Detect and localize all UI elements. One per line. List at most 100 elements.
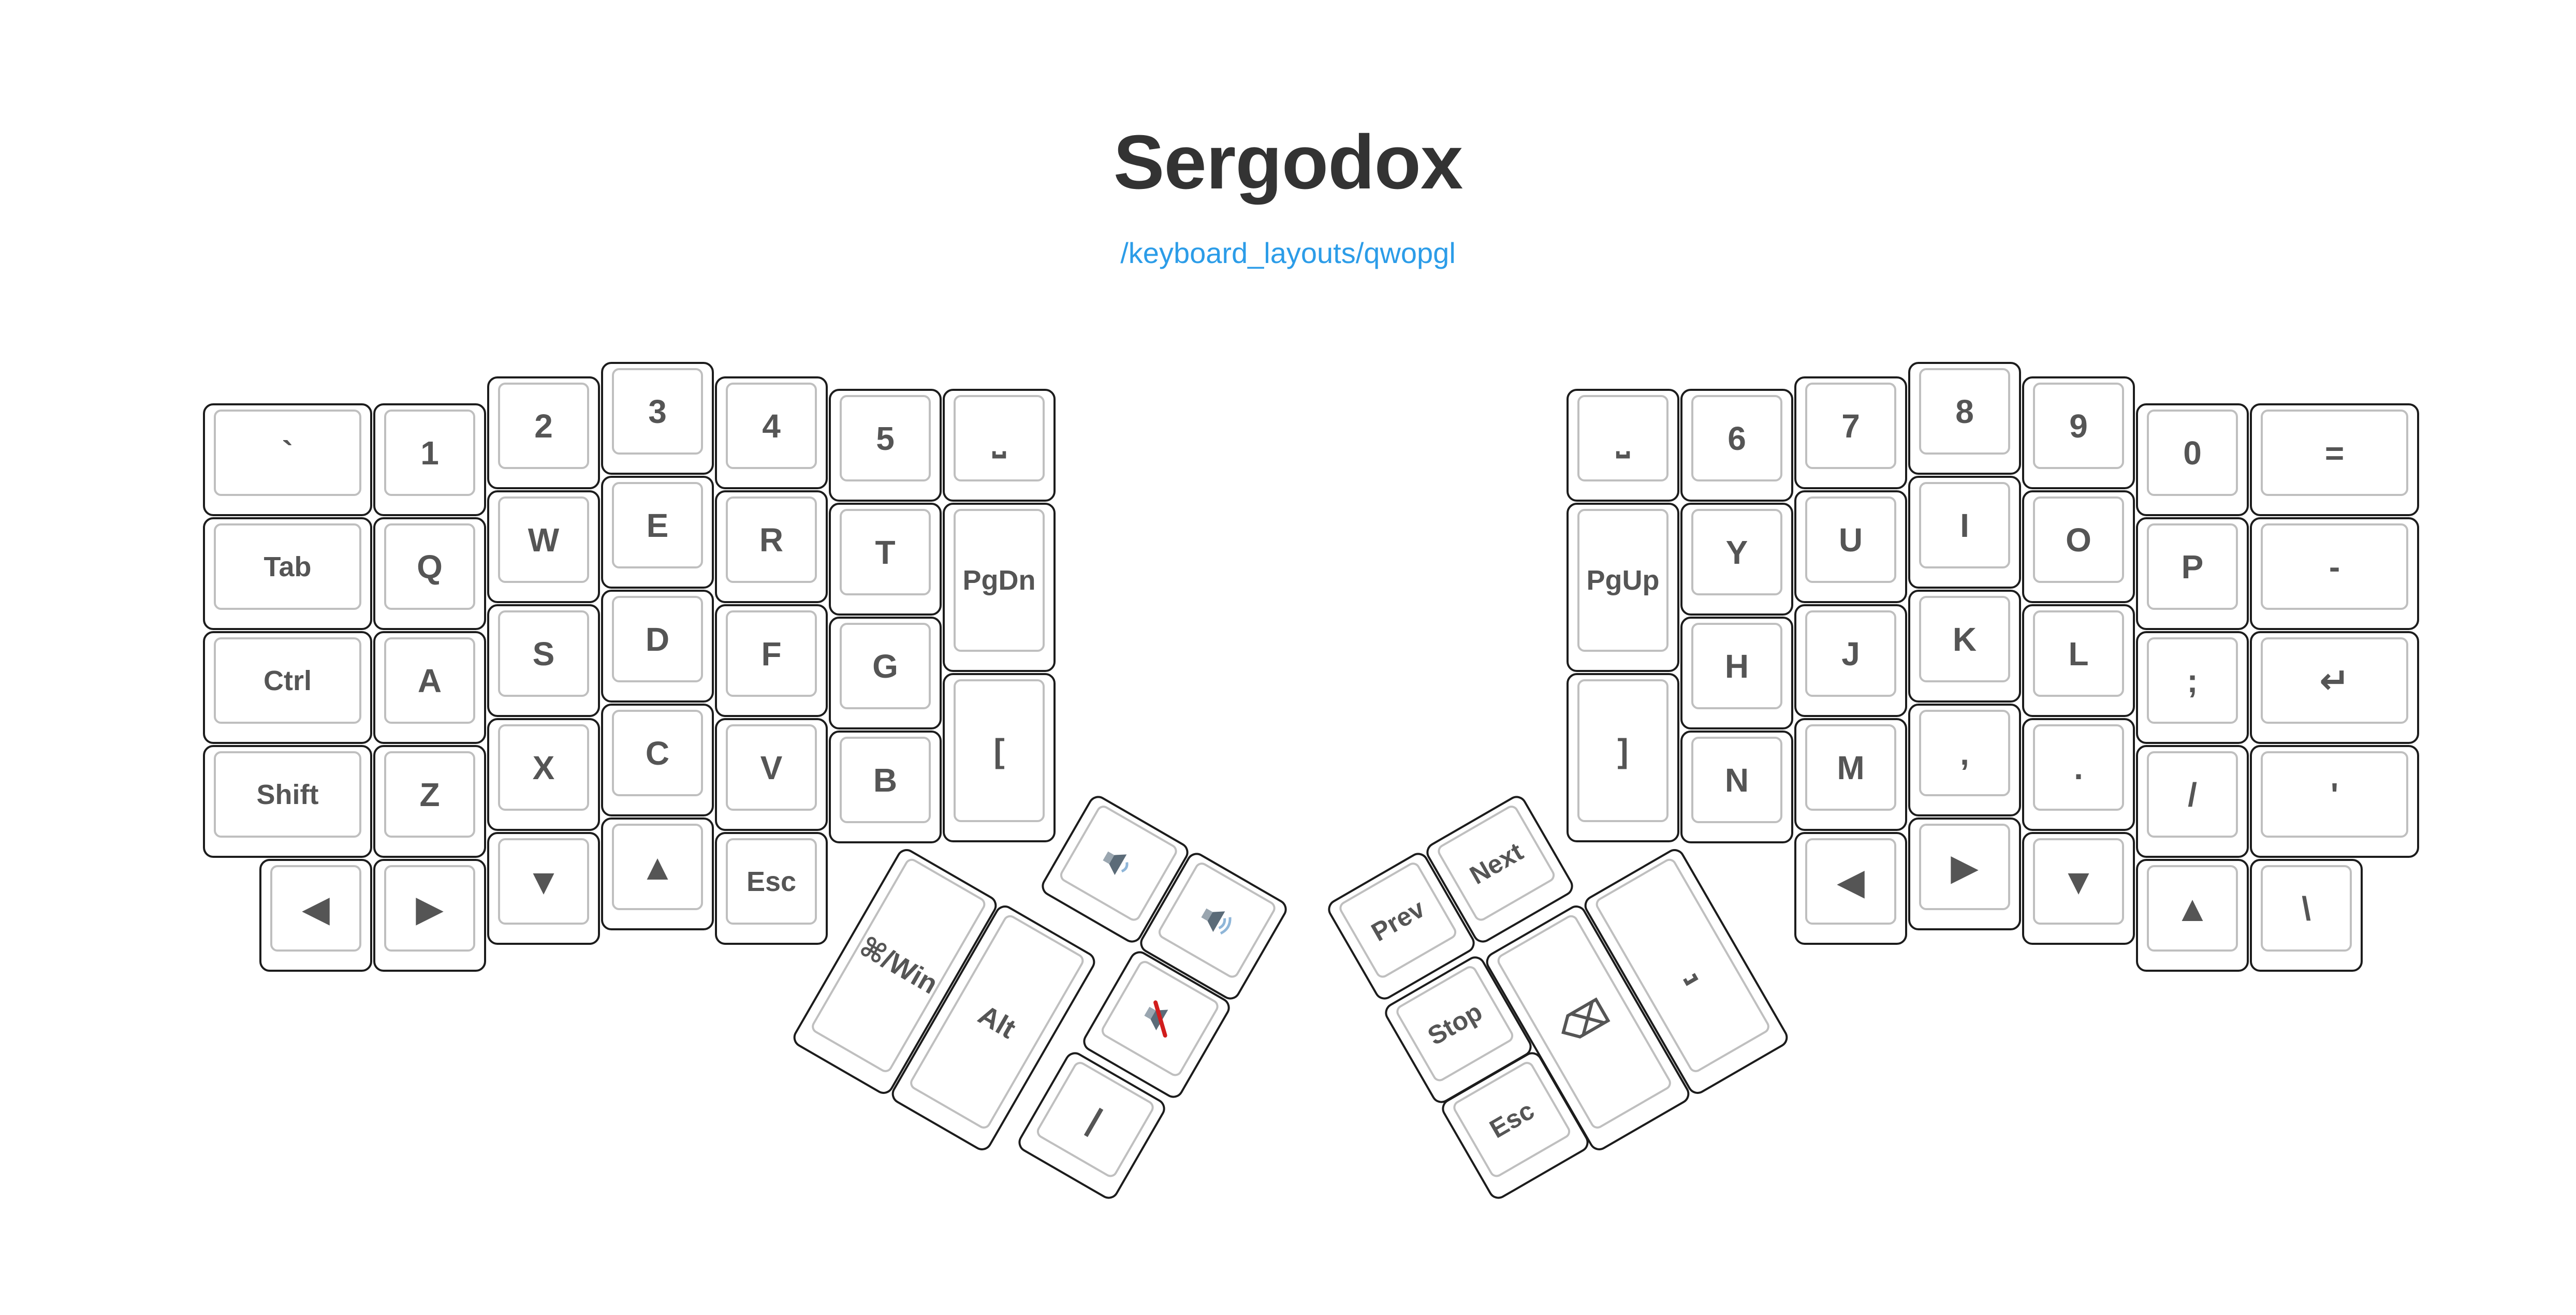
key-w[interactable]: W xyxy=(487,490,600,603)
key-c[interactable]: C xyxy=(601,704,714,816)
key-7[interactable]: 7 xyxy=(1794,376,1907,489)
key-label: PgDn xyxy=(954,509,1045,652)
key-r[interactable]: R xyxy=(715,490,828,603)
key-label: X xyxy=(498,724,589,811)
key-l[interactable]: L xyxy=(2022,604,2135,717)
key-period[interactable]: . xyxy=(2022,718,2135,831)
key-z[interactable]: Z xyxy=(373,745,486,858)
key-label: E xyxy=(612,482,703,568)
key-8[interactable]: 8 xyxy=(1908,362,2021,475)
key-pgdn[interactable]: PgDn xyxy=(943,503,1056,672)
key-i[interactable]: I xyxy=(1908,476,2021,589)
key-label: . xyxy=(2033,724,2124,811)
page-title: Sergodox xyxy=(1113,120,1463,205)
key-esc-left[interactable]: Esc xyxy=(715,832,828,945)
key-3[interactable]: 3 xyxy=(601,362,714,475)
key-label: C xyxy=(612,710,703,796)
key-slash[interactable]: / xyxy=(2136,745,2249,858)
key-a[interactable]: A xyxy=(373,631,486,744)
key-5[interactable]: 5 xyxy=(829,389,942,502)
key-s[interactable]: S xyxy=(487,604,600,717)
key-label: L xyxy=(2033,610,2124,697)
key-semicolon[interactable]: ; xyxy=(2136,631,2249,744)
key-quote[interactable]: ' xyxy=(2250,745,2419,858)
key-left-arrow-right[interactable]: ◀ xyxy=(1794,832,1907,945)
key-label: M xyxy=(1805,724,1896,811)
key-up-arrow-right[interactable]: ▲ xyxy=(2136,859,2249,972)
key-label: - xyxy=(2261,523,2408,610)
key-right-bracket[interactable]: ] xyxy=(1567,673,1679,842)
key-label: S xyxy=(498,610,589,697)
up-arrow-icon: ▲ xyxy=(2147,865,2238,952)
key-0[interactable]: 0 xyxy=(2136,403,2249,516)
key-k[interactable]: K xyxy=(1908,590,2021,703)
key-equals[interactable]: = xyxy=(2250,403,2419,516)
key-q[interactable]: Q xyxy=(373,517,486,630)
key-u[interactable]: U xyxy=(1794,490,1907,603)
key-label: ' xyxy=(2261,751,2408,838)
key-left-arrow[interactable]: ◀ xyxy=(259,859,372,972)
key-label: Q xyxy=(384,523,475,610)
key-volume-down[interactable] xyxy=(1038,792,1192,946)
key-tab[interactable]: Tab xyxy=(203,517,372,630)
key-down-arrow[interactable]: ▼ xyxy=(487,832,600,945)
key-b[interactable]: B xyxy=(829,730,942,843)
key-2[interactable]: 2 xyxy=(487,376,600,489)
key-comma[interactable]: , xyxy=(1908,704,2021,816)
key-label: T xyxy=(840,509,931,595)
key-minus[interactable]: - xyxy=(2250,517,2419,630)
key-d[interactable]: D xyxy=(601,590,714,703)
volume-up-icon xyxy=(1201,908,1232,934)
key-mute[interactable] xyxy=(1079,947,1234,1102)
key-down-arrow-right[interactable]: ▼ xyxy=(2022,832,2135,945)
key-9[interactable]: 9 xyxy=(2022,376,2135,489)
key-x[interactable]: X xyxy=(487,718,600,831)
key-h[interactable]: H xyxy=(1680,617,1793,729)
key-shift[interactable]: Shift xyxy=(203,745,372,858)
key-m[interactable]: M xyxy=(1794,718,1907,831)
key-pgup[interactable]: PgUp xyxy=(1567,503,1679,672)
key-f[interactable]: F xyxy=(715,604,828,717)
key-y[interactable]: Y xyxy=(1680,503,1793,616)
key-label: W xyxy=(498,496,589,583)
key-label: O xyxy=(2033,496,2124,583)
key-label: V xyxy=(726,724,817,811)
key-left-bracket[interactable]: [ xyxy=(943,673,1056,842)
key-e[interactable]: E xyxy=(601,476,714,589)
key-right-arrow-right[interactable]: ▶ xyxy=(1908,817,2021,930)
key-ctrl[interactable]: Ctrl xyxy=(203,631,372,744)
key-label: 8 xyxy=(1919,368,2010,455)
key-label: D xyxy=(612,596,703,682)
key-v[interactable]: V xyxy=(715,718,828,831)
key-label: H xyxy=(1691,623,1782,709)
key-label: Z xyxy=(384,751,475,838)
key-4[interactable]: 4 xyxy=(715,376,828,489)
right-arrow-icon: ▶ xyxy=(1919,824,2010,910)
key-label: 0 xyxy=(2147,410,2238,496)
key-t[interactable]: T xyxy=(829,503,942,616)
layout-path-link[interactable]: /keyboard_layouts/qwopgl xyxy=(1120,237,1456,269)
key-6[interactable]: 6 xyxy=(1680,389,1793,502)
key-label: ` xyxy=(214,410,361,496)
key-volume-up[interactable] xyxy=(1136,849,1291,1003)
key-label: I xyxy=(1919,482,2010,568)
key-space-top-right[interactable]: ⎵ xyxy=(1567,389,1679,502)
key-o[interactable]: O xyxy=(2022,490,2135,603)
key-label: B xyxy=(840,737,931,823)
key-label: ⎵ xyxy=(954,395,1045,481)
key-space-top-left[interactable]: ⎵ xyxy=(943,389,1056,502)
key-n[interactable]: N xyxy=(1680,730,1793,843)
key-backslash[interactable]: \ xyxy=(2250,859,2363,972)
key-label: ⎵ xyxy=(1577,395,1668,481)
key-p[interactable]: P xyxy=(2136,517,2249,630)
key-g[interactable]: G xyxy=(829,617,942,729)
key-right-arrow[interactable]: ▶ xyxy=(373,859,486,972)
key-grave[interactable]: ` xyxy=(203,403,372,516)
key-enter[interactable]: ↵ xyxy=(2250,631,2419,744)
key-j[interactable]: J xyxy=(1794,604,1907,717)
key-label: = xyxy=(2261,410,2408,496)
key-up-arrow[interactable]: ▲ xyxy=(601,817,714,930)
key-1[interactable]: 1 xyxy=(373,403,486,516)
key-label: A xyxy=(384,637,475,724)
